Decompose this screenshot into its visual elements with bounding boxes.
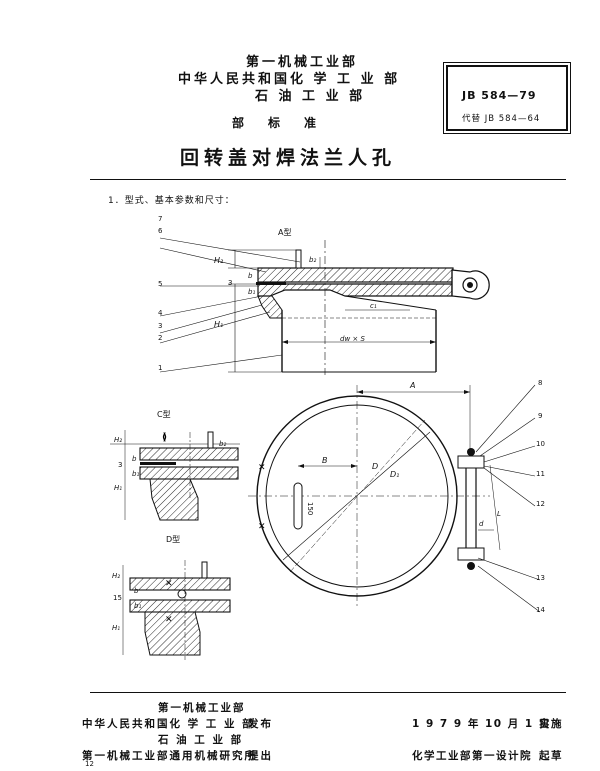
effective-date: 1 9 7 9 年 10 月 1 日 [412,718,551,730]
footer-proposer: 第一机械工业部通用机械研究所 [82,750,257,762]
part-number-10: 10 [536,440,545,448]
part-number-3: 3 [158,322,163,330]
part-number-5: 5 [158,280,163,288]
replaces-standard: 代替 JB 584—64 [462,114,541,124]
dim-h2-c: H₂ [114,436,123,444]
dim-slot: 150 [306,502,314,516]
part-number-1: 1 [158,364,163,372]
c-type-label: C型 [157,410,171,419]
dim-b-a: b [248,272,253,280]
dim-d1: D₁ [390,470,400,479]
page-number: 12 [85,760,94,768]
footer-rule [90,692,566,693]
dim-h2-d: H₂ [112,572,121,580]
dim-b-d: b [134,587,139,595]
issuer-line-1: 第一机械工业部 [246,55,359,70]
dim-h1-a: H₁ [214,320,224,329]
d-type-section: ✕ ✕ [122,560,231,660]
svg-text:✕: ✕ [258,463,266,473]
dim-three-c: 3 [118,461,123,469]
c-type-section: ≬ [110,430,240,521]
a-type-section [159,237,490,375]
effective-label: 实施 [539,718,563,730]
part-number-2: 2 [158,334,163,342]
issuer-line-2: 中华人民共和国化 学 工 业 部 [178,72,401,87]
section-heading: 1．型式、基本参数和尺寸： [108,196,235,206]
part-number-8: 8 [538,379,543,387]
part-number-4: 4 [158,309,163,317]
dim-three-a: 3 [228,279,233,287]
plan-view: ✕ ✕ [248,384,541,613]
part-number-12: 12 [536,500,545,508]
dim-d-small: d [479,520,484,528]
footer-propose: 提出 [248,750,273,762]
svg-text:≬: ≬ [162,432,167,443]
part-number-6: 6 [158,227,163,235]
dim-b-plan: B [322,456,328,465]
a-type-label: A型 [278,228,292,237]
footer-issuer-2: 中华人民共和国化 学 工 业 部 [82,718,255,730]
dim-h1-c: H₁ [114,484,123,492]
dim-a: A [410,381,416,390]
dim-b2-c: b₂ [219,440,227,448]
dim-h1-d: H₁ [112,624,121,632]
dim-fifteen-d: 15 [113,594,122,602]
dim-b1-d: b₁ [134,602,142,610]
d-type-label: D型 [166,535,181,544]
standard-number: JB 584—79 [462,89,537,102]
svg-text:✕: ✕ [165,615,173,625]
dim-h2-a: H₂ [214,256,224,265]
dim-d: D [372,462,379,471]
part-number-13: 13 [536,574,545,582]
svg-text:✕: ✕ [165,579,173,589]
dim-b1-a: b₁ [248,288,256,296]
page-title: 回转盖对焊法兰人孔 [180,147,397,169]
dim-dw-s: dw × S [340,335,365,343]
dim-b-c: b [132,455,137,463]
drafter: 化学工业部第一设计院 [412,750,532,762]
header-rule [90,179,566,180]
part-number-9: 9 [538,412,543,420]
dim-b2-a: b₂ [309,256,317,264]
footer-issuer-3: 石 油 工 业 部 [158,734,244,746]
standard-number-box: JB 584—79 代替 JB 584—64 [443,62,571,134]
issuer-line-3: 石 油 工 业 部 [255,89,366,104]
draft-label: 起草 [539,750,563,762]
dim-b1-c: b₁ [132,470,140,478]
dim-c1: c₁ [370,302,377,310]
part-number-7: 7 [158,215,163,223]
standard-category: 部 标 准 [232,116,317,130]
svg-text:✕: ✕ [258,522,266,532]
part-number-11: 11 [536,470,545,478]
footer-publish: 发布 [248,718,273,730]
dim-l: L [497,510,501,518]
footer-issuer-1: 第一机械工业部 [158,702,246,714]
part-number-14: 14 [536,606,545,614]
